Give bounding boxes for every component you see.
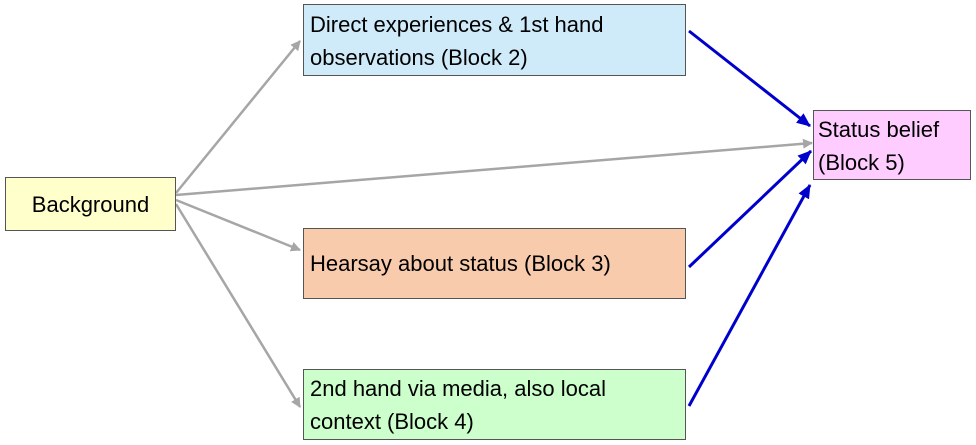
node-media-line2: context (Block 4) bbox=[310, 409, 474, 434]
node-direct-experiences-line2: observations (Block 2) bbox=[310, 45, 528, 70]
arrow-direct-to-status bbox=[688, 29, 811, 128]
node-hearsay: Hearsay about status (Block 3) bbox=[303, 228, 686, 299]
arrow-hearsay-to-status bbox=[687, 149, 813, 269]
arrow-media-to-status bbox=[687, 184, 812, 407]
node-hearsay-label: Hearsay about status (Block 3) bbox=[310, 251, 611, 276]
node-direct-experiences: Direct experiences & 1st hand observatio… bbox=[303, 4, 686, 76]
node-media-line1: 2nd hand via media, also local bbox=[310, 376, 606, 401]
node-status-belief-line2: (Block 5) bbox=[818, 150, 905, 175]
node-direct-experiences-line1: Direct experiences & 1st hand bbox=[310, 12, 604, 37]
node-status-belief-line1: Status belief bbox=[818, 117, 940, 142]
node-status-belief: Status belief (Block 5) bbox=[813, 110, 971, 180]
node-background: Background bbox=[5, 177, 176, 231]
node-background-label: Background bbox=[31, 191, 150, 217]
arrow-background-to-media bbox=[174, 203, 302, 408]
arrow-background-to-status bbox=[175, 138, 813, 197]
arrow-background-to-hearsay bbox=[175, 198, 301, 252]
arrow-background-to-direct bbox=[175, 40, 301, 194]
node-media: 2nd hand via media, also local context (… bbox=[303, 369, 686, 440]
